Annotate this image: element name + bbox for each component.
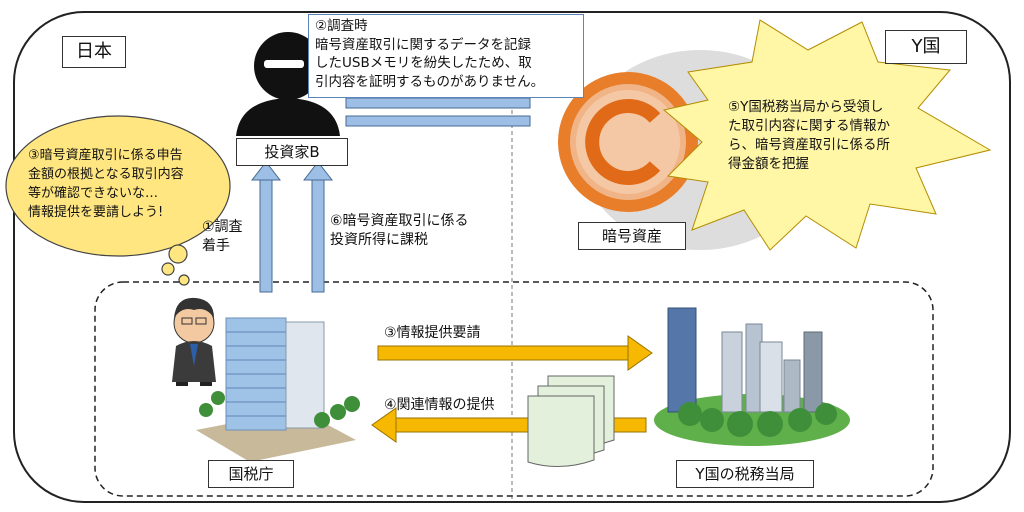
note-connector-1 (345, 97, 531, 109)
crypto-label: 暗号資産 (578, 222, 686, 250)
step4-arrow-label: ④関連情報の提供 (384, 397, 495, 413)
step1-label: ①調査 着手 (202, 219, 243, 254)
region-label-japan: 日本 (62, 36, 126, 68)
step6-label: ⑥暗号資産取引に係る 投資所得に課税 (330, 213, 469, 248)
investor-label: 投資家B (236, 138, 348, 166)
region-label-y: Y国 (885, 30, 967, 64)
arrow-investigation (250, 161, 282, 293)
step2-note: ②調査時 暗号資産取引に関するデータを記録 したUSBメモリを紛失したため、取 … (308, 14, 584, 98)
document-stack-icon (527, 375, 615, 468)
note-connector-2 (345, 115, 531, 127)
city-skyline-icon (654, 307, 850, 446)
step5-note: ⑤Y国税務当局から受領し た取引内容に関する情報か ら、暗号資産取引に係る所 得… (728, 99, 890, 172)
officer-person-icon (172, 297, 216, 386)
y-authority-label: Y国の税務当局 (676, 460, 814, 488)
outer-frame (13, 11, 1011, 503)
copyright-coin-icon (558, 72, 698, 212)
thought-cloud (5, 115, 231, 286)
step3-note: ③暗号資産取引に係る申告 金額の根拠となる取引内容 等が確認できないな… 情報提… (28, 148, 184, 220)
burst-shape (662, 19, 992, 251)
silhouette-person-icon (236, 32, 340, 136)
nta-label: 国税庁 (208, 460, 294, 488)
step3-arrow-label: ③情報提供要請 (384, 325, 481, 341)
exchange-area (94, 281, 934, 497)
arrow-taxation (302, 161, 334, 293)
office-building-icon (196, 317, 360, 462)
arrow-request (377, 335, 653, 371)
